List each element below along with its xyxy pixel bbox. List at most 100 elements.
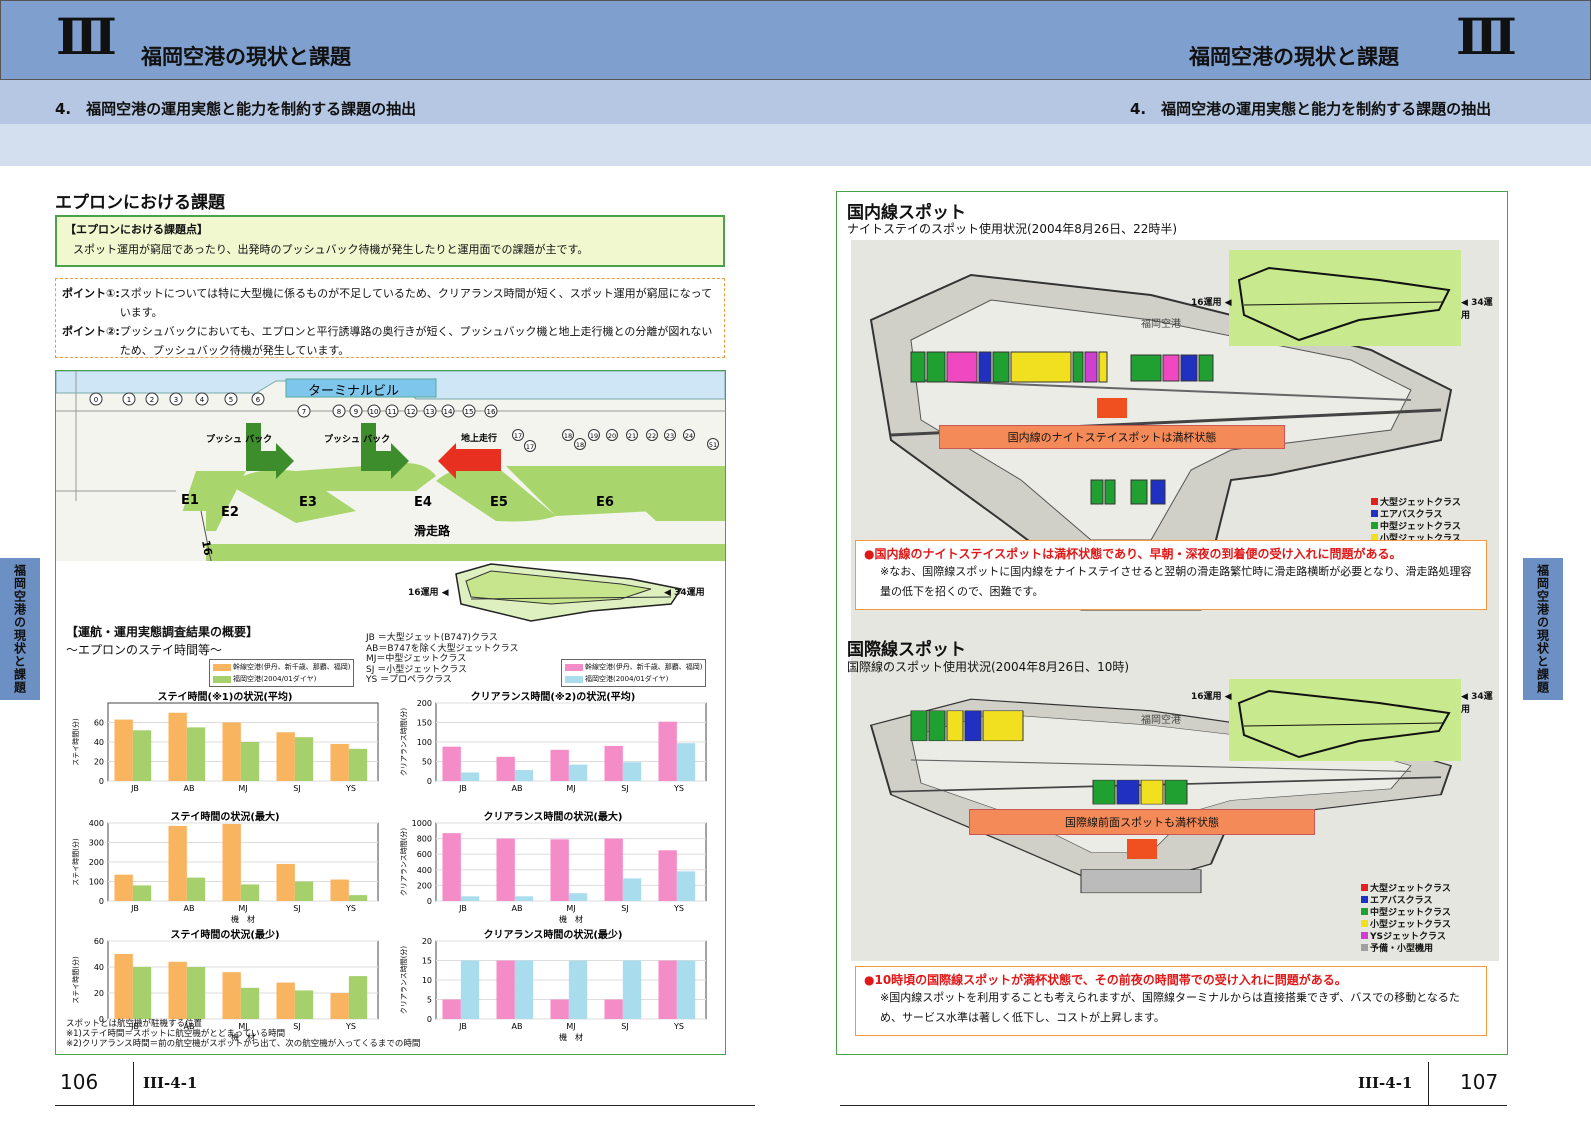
bar-AB-0: [168, 825, 187, 901]
bar-YS-1: [676, 743, 696, 781]
spot-11: 11: [385, 404, 399, 418]
spot-block: [910, 710, 928, 742]
chart-title: ステイ時間の状況(最少): [170, 929, 279, 941]
x-tick: YS: [673, 904, 684, 913]
spot-block: [1150, 479, 1166, 505]
x-axis-label: 機 材: [559, 914, 583, 924]
survey-notes: スポットとは航空機が駐機する位置 ※1)ステイ時間＝スポットに航空機がとどまって…: [66, 1019, 420, 1049]
bar-AB-1: [186, 877, 206, 901]
bar-AB-0: [496, 960, 515, 1019]
legend-item: エアバスクラス: [1361, 893, 1451, 906]
spot-lower-22: 22: [646, 429, 658, 441]
chapter-title-right: 福岡空港の現状と課題: [1189, 45, 1399, 69]
y-tick: 60: [94, 719, 104, 728]
spot-block: [1140, 779, 1164, 805]
spot-7: 7: [297, 404, 311, 418]
footer-left: 106 III-4-1: [55, 1062, 755, 1106]
x-tick: YS: [345, 784, 356, 793]
svg-text:5: 5: [229, 396, 233, 404]
spot-block: [926, 351, 946, 383]
bar-AB-0: [496, 838, 515, 901]
bar-YS-0: [330, 879, 349, 901]
international-map: 16運用 ◀ ◀ 34運用 福岡空港 国際線前面スポットも満杯状態 大型ジェット…: [851, 679, 1499, 961]
y-tick: 40: [94, 738, 104, 747]
bar-JB-0: [442, 999, 461, 1019]
footer-right: III-4-1 107: [840, 1062, 1507, 1106]
bar-SJ-0: [276, 732, 295, 781]
bar-YS-1: [676, 871, 696, 901]
spot-block: [910, 351, 926, 383]
y-tick: 300: [89, 839, 104, 848]
spot-block: [964, 710, 982, 742]
spot-block: [1116, 779, 1140, 805]
svg-text:0: 0: [94, 396, 98, 404]
y-tick: 50: [422, 758, 432, 767]
right-figure-frame: 国内線スポット ナイトステイのスポット使用状況(2004年8月26日、22時半)…: [836, 191, 1508, 1055]
spot-14: 14: [441, 404, 455, 418]
legend-item: エアバスクラス: [1371, 507, 1461, 520]
point2-text: プッシュバックにおいても、エプロンと平行誘導路の奥行きが短く、プッシュバック機と…: [119, 325, 713, 357]
y-tick: 600: [417, 850, 432, 859]
spot-block: [1072, 351, 1084, 383]
svg-text:3: 3: [174, 396, 178, 404]
international-airport-label: 福岡空港: [1141, 715, 1181, 726]
international-note: ※国内線スポットを利用することも考えられますが、国際線ターミナルからは直接搭乗で…: [880, 991, 1460, 1024]
svg-text:6: 6: [256, 396, 261, 404]
spot-block: [946, 351, 978, 383]
y-tick: 15: [422, 957, 432, 966]
bar-JB-0: [442, 746, 461, 781]
domestic-arrow: [1097, 398, 1127, 418]
bar-YS-1: [348, 748, 368, 781]
x-tick: AB: [184, 1022, 195, 1031]
bar-YS-0: [658, 850, 677, 901]
subtitle-left: 4. 福岡空港の運用実態と能力を制約する課題の抽出: [55, 100, 417, 118]
svg-text:17: 17: [526, 443, 534, 451]
spot-12: 12: [404, 404, 418, 418]
bar-SJ-0: [604, 838, 623, 901]
x-tick: JB: [130, 1022, 139, 1031]
spot-8: 8: [332, 404, 346, 418]
bar-MJ-0: [222, 722, 241, 781]
svg-text:20: 20: [608, 432, 616, 440]
spot-block: [1198, 354, 1214, 382]
bar-MJ-0: [550, 999, 569, 1019]
x-tick: AB: [512, 784, 523, 793]
svg-text:4: 4: [200, 396, 205, 404]
bar-SJ-0: [604, 999, 623, 1019]
class-ys: YS ＝プロペラクラス: [366, 675, 452, 685]
spot-1: 1: [122, 392, 136, 406]
x-axis-label: 機 材: [559, 1032, 583, 1042]
y-tick: 0: [427, 1015, 432, 1024]
y-tick: 10: [422, 976, 432, 985]
svg-text:2: 2: [150, 396, 154, 404]
international-title: 国際線スポット: [847, 640, 966, 660]
svg-text:51: 51: [709, 441, 717, 449]
chart-title: ステイ時間の状況(最大): [170, 811, 279, 823]
spot-9: 9: [349, 404, 363, 418]
x-tick: JB: [130, 904, 139, 913]
svg-text:21: 21: [628, 432, 636, 440]
bar-AB-0: [168, 712, 187, 781]
bar-SJ-1: [622, 878, 642, 901]
class-sj: SJ ＝小型ジェットクラス: [366, 664, 468, 675]
y-tick: 200: [89, 858, 104, 867]
bar-MJ-0: [222, 972, 241, 1019]
y-tick: 20: [94, 989, 104, 998]
svg-text:10: 10: [370, 408, 379, 416]
chart-1: クリアランス時間(※2)の状況(平均)050100150200クリアランス時間(…: [399, 691, 707, 793]
summary-heading: 【エプロンにおける課題点】: [65, 223, 208, 236]
bar-JB-0: [114, 874, 133, 901]
spot-block: [1104, 479, 1116, 505]
spot-15: 15: [462, 404, 476, 418]
svg-text:8: 8: [337, 408, 341, 416]
spot-16: 16: [484, 404, 498, 418]
x-tick: JB: [458, 784, 467, 793]
taxiway-E2: E2: [221, 505, 239, 520]
note-stay: ※1)ステイ時間＝スポットに航空機がとどまっている時間: [66, 1029, 286, 1039]
bar-SJ-0: [276, 863, 295, 901]
x-tick: JB: [458, 1022, 467, 1031]
bar-MJ-1: [240, 742, 260, 781]
note-clearance: ※2)クリアランス時間＝前の航空機がスポットから出て、次の航空機が入ってくるまで…: [66, 1039, 421, 1049]
mini-airport-map: [451, 559, 691, 625]
